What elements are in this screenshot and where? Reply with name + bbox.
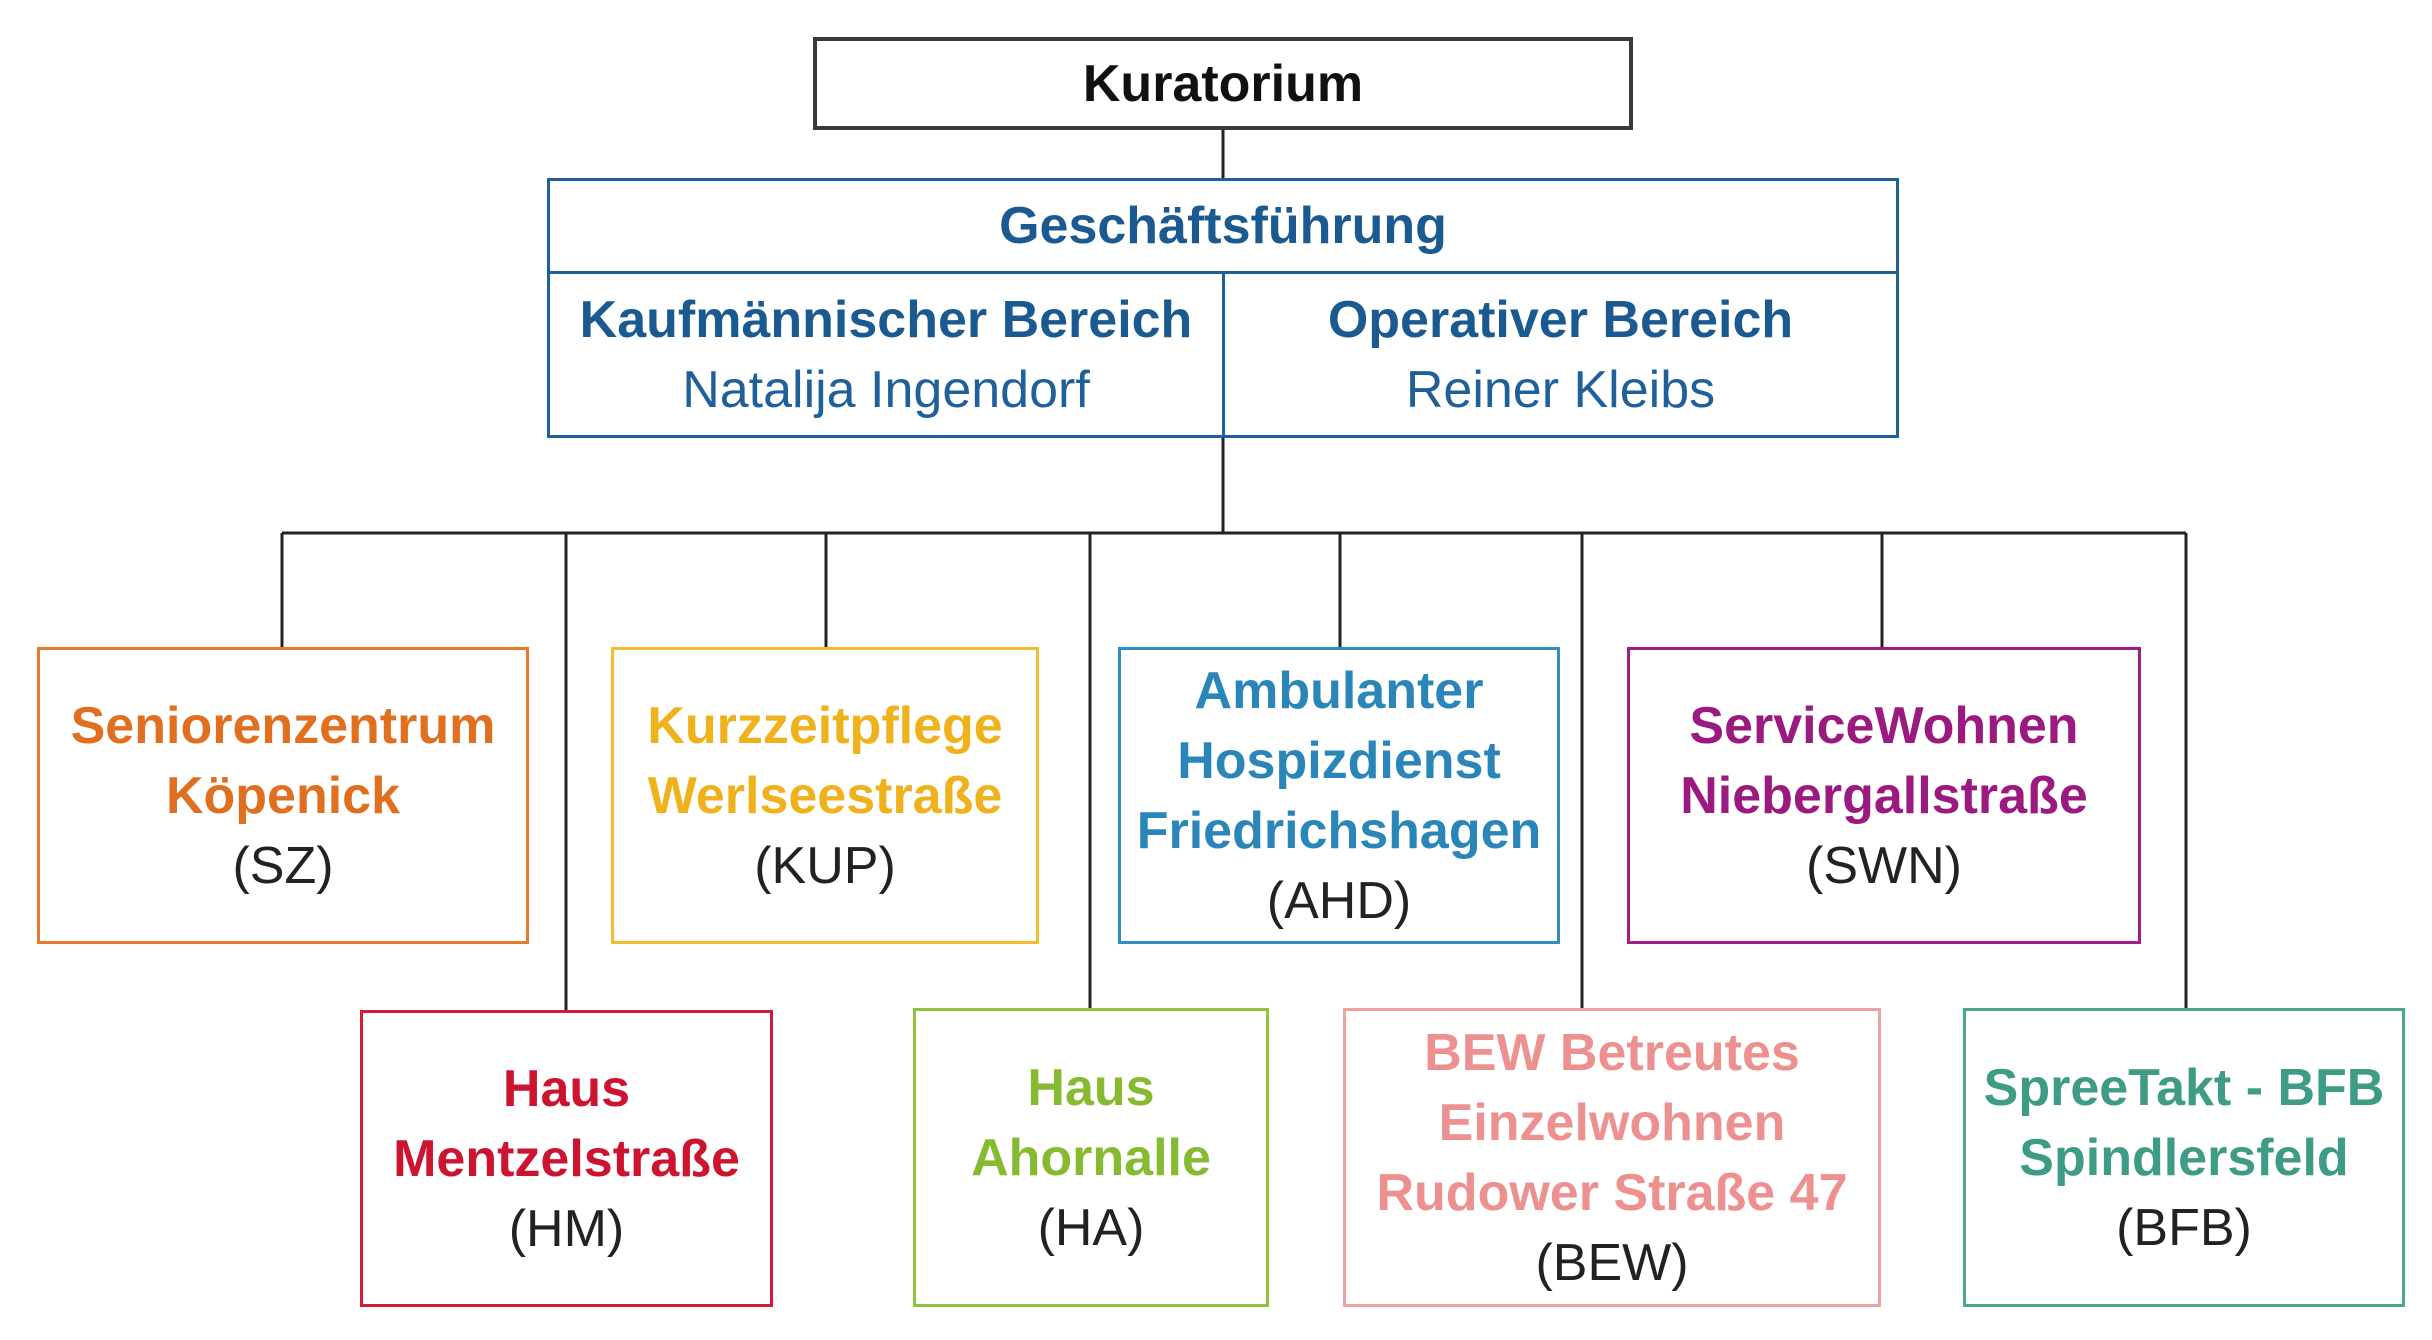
unit-abbreviation: (HA) xyxy=(1037,1198,1145,1257)
unit-abbreviation: (HM) xyxy=(508,1199,625,1258)
unit-box-sz: Seniorenzentrum Köpenick (SZ) xyxy=(37,647,529,944)
department-name: Kaufmännischer Bereich xyxy=(579,290,1193,349)
department-head: Natalija Ingendorf xyxy=(682,360,1090,419)
unit-name-line: Rudower Straße 47 xyxy=(1376,1163,1848,1222)
management-title: Geschäftsführung xyxy=(999,197,1447,255)
unit-name-line: Ambulanter xyxy=(1194,661,1484,720)
unit-box-hm: Haus Mentzelstraße (HM) xyxy=(360,1010,773,1307)
unit-name-line: Spindlersfeld xyxy=(2019,1128,2349,1187)
department-name: Operativer Bereich xyxy=(1327,290,1794,349)
management-header: Geschäftsführung xyxy=(550,181,1896,274)
management-operative-department: Operativer Bereich Reiner Kleibs xyxy=(1225,274,1896,435)
unit-box-swn: ServiceWohnen Niebergallstraße (SWN) xyxy=(1627,647,2141,944)
unit-abbreviation: (BEW) xyxy=(1535,1233,1689,1292)
unit-name-line: BEW Betreutes xyxy=(1424,1023,1800,1082)
unit-name-line: Hospizdienst xyxy=(1177,731,1501,790)
unit-abbreviation: (SZ) xyxy=(232,836,334,895)
department-head: Reiner Kleibs xyxy=(1405,360,1716,419)
unit-name-line: Kurzzeitpflege xyxy=(647,696,1003,755)
unit-name-line: Haus xyxy=(502,1059,631,1118)
unit-abbreviation: (AHD) xyxy=(1266,871,1412,930)
unit-name-line: Haus xyxy=(1027,1058,1155,1117)
unit-name-line: Seniorenzentrum xyxy=(70,696,496,755)
unit-name-line: SpreeTakt - BFB xyxy=(1983,1058,2385,1117)
unit-name-line: Niebergallstraße xyxy=(1680,766,2088,825)
unit-box-bfb: SpreeTakt - BFB Spindlersfeld (BFB) xyxy=(1963,1008,2405,1307)
board-box: Kuratorium xyxy=(813,37,1633,130)
unit-name-line: Werlseestraße xyxy=(647,766,1003,825)
unit-abbreviation: (SWN) xyxy=(1806,836,1962,895)
unit-box-bew: BEW Betreutes Einzelwohnen Rudower Straß… xyxy=(1343,1008,1881,1307)
unit-name-line: Friedrichshagen xyxy=(1136,801,1542,860)
unit-box-ahd: Ambulanter Hospizdienst Friedrichshagen … xyxy=(1118,647,1560,944)
management-box: Geschäftsführung Kaufmännischer Bereich … xyxy=(547,178,1899,438)
unit-abbreviation: (KUP) xyxy=(754,836,896,895)
unit-name-line: Mentzelstraße xyxy=(393,1129,740,1188)
management-commercial-department: Kaufmännischer Bereich Natalija Ingendor… xyxy=(550,274,1225,435)
unit-name-line: Köpenick xyxy=(165,766,401,825)
unit-abbreviation: (BFB) xyxy=(2116,1198,2252,1257)
unit-box-ha: Haus Ahornalle (HA) xyxy=(913,1008,1269,1307)
unit-name-line: ServiceWohnen xyxy=(1689,696,2079,755)
board-title: Kuratorium xyxy=(1082,54,1364,113)
unit-box-kup: Kurzzeitpflege Werlseestraße (KUP) xyxy=(611,647,1039,944)
unit-name-line: Einzelwohnen xyxy=(1438,1093,1786,1152)
unit-name-line: Ahornalle xyxy=(971,1128,1211,1187)
